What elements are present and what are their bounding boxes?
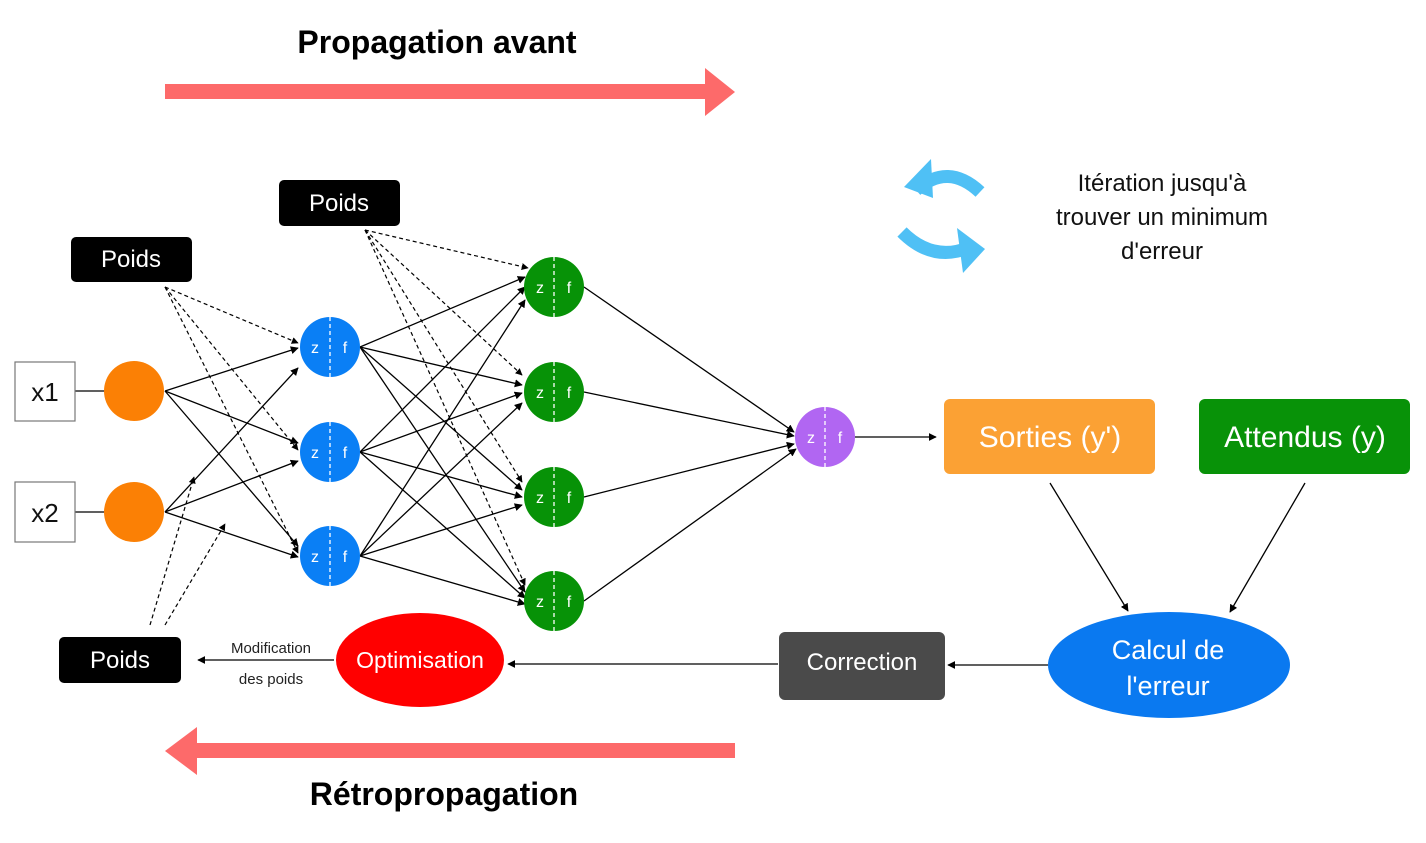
neuron-f-label: f [567, 490, 572, 507]
error-calc-line2: l'erreur [1126, 671, 1209, 701]
forward-arrow [165, 68, 735, 116]
optimisation-node: Optimisation [336, 613, 504, 707]
neuron-f-label: f [838, 430, 843, 447]
neuron-f-label: f [567, 594, 572, 611]
hidden2-neuron-4: z f [524, 571, 584, 631]
hidden2-neuron-2: z f [524, 362, 584, 422]
hidden1-neuron-2: z f [300, 422, 360, 482]
input-box-x2: x2 [14, 481, 76, 543]
weights-label-2: Poids [279, 180, 400, 226]
correction-label: Correction [807, 649, 918, 676]
input-box-x1: x1 [14, 361, 76, 422]
neuron-f-label: f [343, 445, 348, 462]
outputs-box: Sorties (y') [944, 399, 1155, 474]
neuron-z-label: z [311, 445, 319, 462]
weights-label-1: Poids [71, 237, 192, 282]
output-neuron: z f [795, 407, 855, 467]
neuron-connections [75, 276, 1306, 669]
iteration-text-line1: Itération jusqu'à [1078, 170, 1247, 197]
input-neuron-1 [104, 361, 164, 421]
weights-text: Poids [309, 190, 369, 217]
hidden2-neuron-1: z f [524, 257, 584, 317]
weights-text: Poids [90, 647, 150, 674]
input-neuron-2 [104, 482, 164, 542]
input-label-x1: x1 [31, 377, 58, 407]
error-calc-line1: Calcul de [1112, 635, 1225, 665]
weight-dashed-connections [149, 229, 529, 626]
weights-label-3: Poids [59, 637, 181, 683]
neuron-z-label: z [536, 385, 544, 402]
hidden2-neuron-3: z f [524, 467, 584, 527]
neuron-f-label: f [343, 549, 348, 566]
hidden1-neuron-3: z f [300, 526, 360, 586]
neuron-z-label: z [311, 340, 319, 357]
expected-label: Attendus (y) [1224, 421, 1386, 454]
outputs-label: Sorties (y') [979, 421, 1121, 454]
correction-box: Correction [779, 632, 945, 700]
neuron-z-label: z [536, 280, 544, 297]
refresh-cycle-icon [897, 159, 985, 273]
backward-arrow [165, 727, 735, 775]
neuron-z-label: z [536, 594, 544, 611]
neuron-z-label: z [311, 549, 319, 566]
hidden1-neuron-1: z f [300, 317, 360, 377]
error-calculation-node: Calcul de l'erreur [1048, 612, 1290, 718]
iteration-text-line3: d'erreur [1121, 238, 1203, 265]
neuron-f-label: f [343, 340, 348, 357]
neuron-f-label: f [567, 385, 572, 402]
backpropagation-title: Rétropropagation [310, 776, 578, 812]
forward-propagation-title: Propagation avant [297, 24, 577, 60]
weight-update-line1: Modification [231, 640, 311, 657]
iteration-text-line2: trouver un minimum [1056, 204, 1268, 231]
optimisation-label: Optimisation [356, 647, 484, 673]
weights-text: Poids [101, 246, 161, 273]
neuron-z-label: z [807, 430, 815, 447]
weight-update-line2: des poids [239, 671, 303, 688]
neuron-f-label: f [567, 280, 572, 297]
expected-box: Attendus (y) [1199, 399, 1410, 474]
neuron-z-label: z [536, 490, 544, 507]
input-label-x2: x2 [31, 498, 58, 528]
